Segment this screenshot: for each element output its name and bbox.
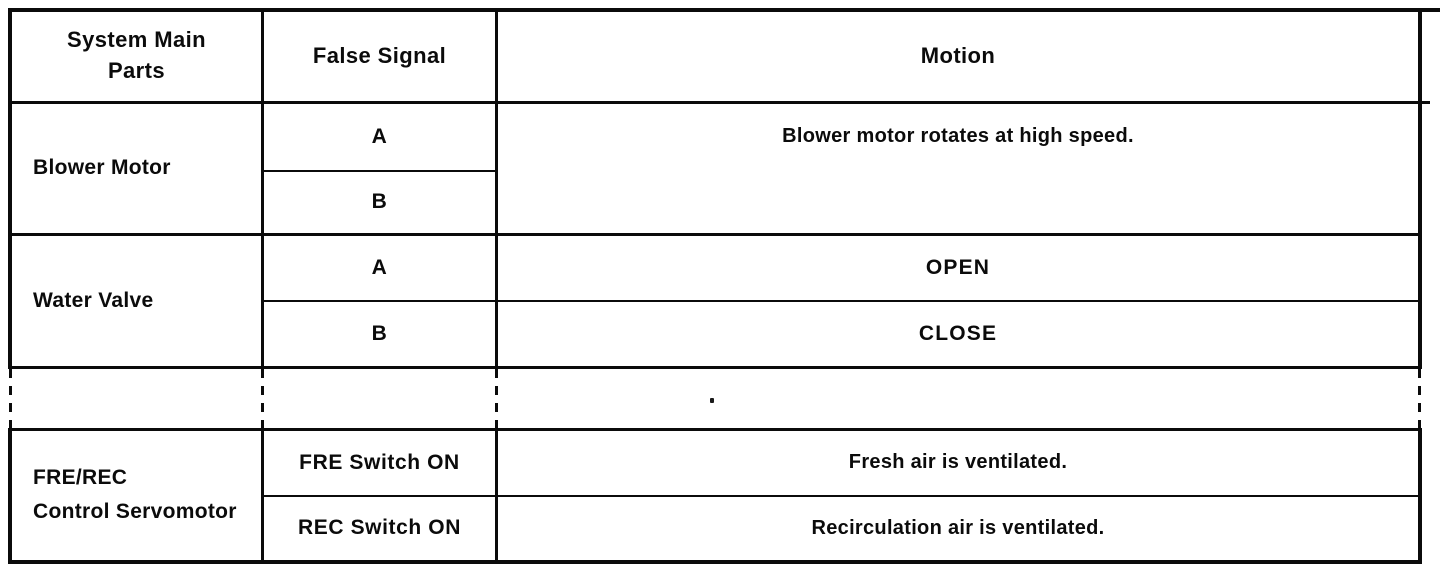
header-cell-motion: Motion <box>920 42 996 68</box>
cell-water-signal-a: A <box>371 255 388 279</box>
cell-water-motion-open: OPEN <box>925 255 991 279</box>
cell-blower-signal-b: B <box>371 190 388 213</box>
column-divider-2-upper <box>495 8 498 369</box>
cell-servo-motion-fresh: Fresh air is ventilated. <box>848 451 1068 473</box>
servo-part-line2: Control Servomotor <box>33 500 237 523</box>
cell-water-motion-close: CLOSE <box>918 321 998 345</box>
dashed-divider-right <box>1418 369 1421 428</box>
cell-blower-signal-a: A <box>371 124 388 148</box>
border-top <box>8 8 1440 12</box>
cell-blower-motor-part: Blower Motor <box>33 156 171 180</box>
header-system-main-parts-line1: System Main <box>67 27 206 53</box>
dashed-divider-col1 <box>261 369 264 428</box>
cell-blower-motion-merged: Blower motor rotates at high speed. <box>782 125 1134 147</box>
column-divider-1-upper <box>261 8 264 369</box>
cell-water-signal-b: B <box>371 321 388 345</box>
column-divider-2-lower <box>495 428 498 564</box>
divider-separator-servo <box>8 428 1422 431</box>
divider-water-separator <box>8 366 1422 369</box>
header-cell-system-main-parts: System Main Parts <box>12 12 261 100</box>
scan-noise-dot <box>710 398 714 403</box>
border-right-lower <box>1418 428 1422 564</box>
divider-blower-water <box>8 233 1422 236</box>
cell-servo-part: FRE/REC Control Servomotor <box>12 431 282 559</box>
border-bottom <box>8 560 1422 564</box>
cell-servo-signal-fre: FRE Switch ON <box>299 450 460 474</box>
dashed-divider-left <box>9 369 12 428</box>
header-system-main-parts-line2: Parts <box>107 58 166 83</box>
servo-part-line1: FRE/REC <box>33 466 128 490</box>
cell-water-valve-part: Water Valve <box>33 288 154 312</box>
header-cell-false-signal: False Signal <box>312 42 447 68</box>
border-left-upper <box>8 8 12 369</box>
cell-servo-motion-recirculation: Recirculation air is ventilated. <box>811 516 1105 539</box>
cell-servo-signal-rec: REC Switch ON <box>298 516 461 539</box>
divider-header-bottom <box>8 101 1430 104</box>
border-right-upper <box>1418 8 1422 369</box>
divider-blower-a-b <box>261 170 498 172</box>
dashed-divider-col2 <box>495 369 498 428</box>
column-divider-1-lower <box>261 428 264 564</box>
divider-water-a-b <box>261 300 1422 302</box>
border-left-lower <box>8 428 12 564</box>
divider-servo-fre-rec <box>261 495 1422 497</box>
